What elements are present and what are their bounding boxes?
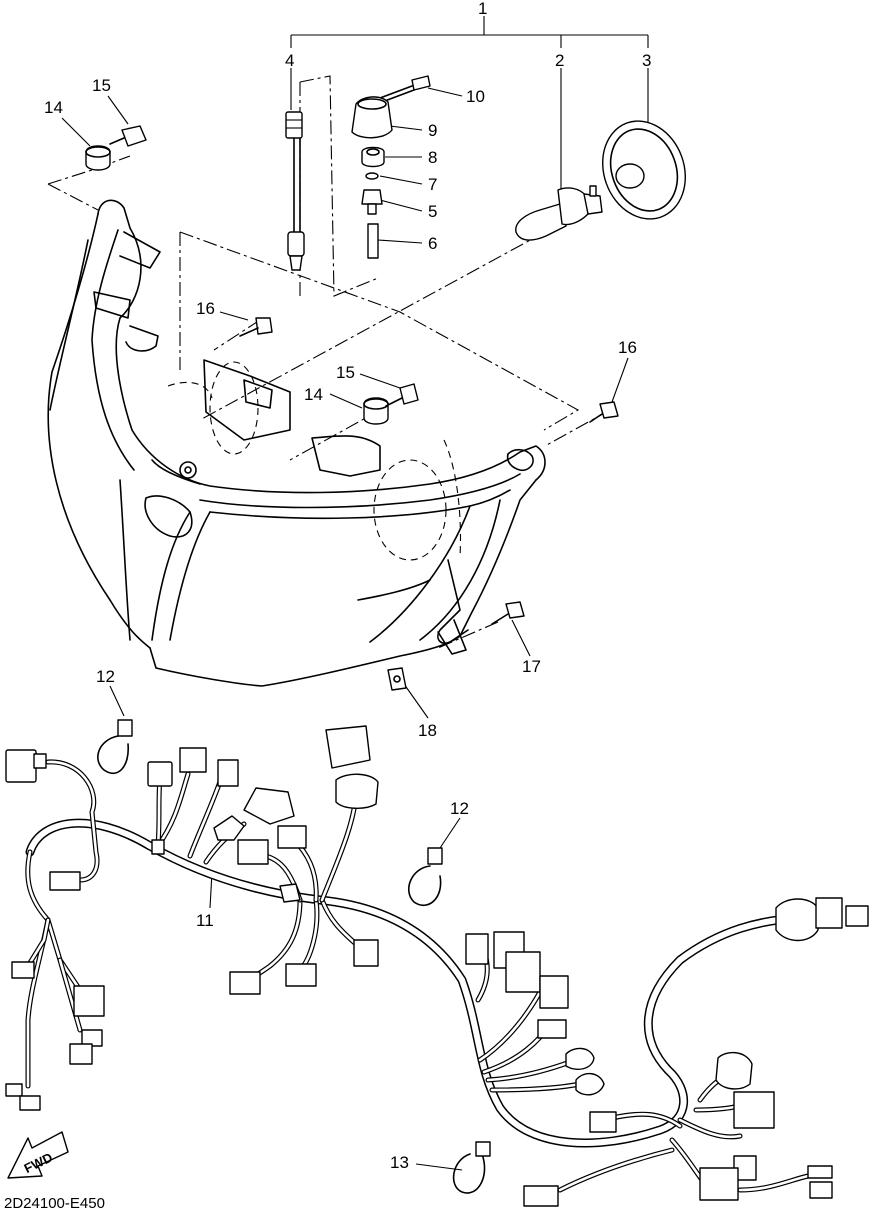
callout-18: 18 [418, 721, 437, 740]
callout-15-mid: 15 [336, 363, 355, 382]
callout-14-mid: 14 [304, 385, 323, 404]
callout-14-top: 14 [44, 98, 63, 117]
bulb-cover [602, 120, 686, 220]
callout-4: 4 [285, 51, 294, 70]
screws-16 [239, 317, 619, 423]
diagram-code: 2D24100-E450 [4, 1195, 105, 1212]
callout-labels: 1 4 2 3 10 9 8 7 5 6 15 14 16 15 14 16 1… [44, 0, 651, 1172]
callout-10: 10 [466, 87, 485, 106]
callout-17: 17 [522, 657, 541, 676]
adjuster-parts [351, 75, 431, 259]
leader-lines [61, 68, 649, 1171]
screw-nut [387, 601, 525, 691]
socket-cord [285, 111, 305, 271]
callout-16-right: 16 [618, 338, 637, 357]
callout-12-left: 12 [96, 667, 115, 686]
callout-5: 5 [428, 202, 437, 221]
headlight-bulb [515, 185, 603, 241]
callout-6: 6 [428, 234, 437, 253]
callout-7: 7 [428, 175, 437, 194]
grommet-bolt [85, 125, 419, 425]
fwd-arrow-icon: FWD [7, 1131, 69, 1179]
callout-12-right: 12 [450, 799, 469, 818]
callout-9: 9 [428, 121, 437, 140]
callout-8: 8 [428, 148, 437, 167]
hidden-outlines [167, 361, 462, 561]
callout-15-top: 15 [92, 76, 111, 95]
harness-connectors [5, 725, 869, 1207]
clamps [97, 719, 443, 907]
band-13 [452, 1141, 491, 1194]
headlight-housing [47, 199, 546, 687]
assembly-bracket [290, 16, 649, 48]
callout-11: 11 [196, 911, 214, 930]
callout-16-left: 16 [196, 299, 215, 318]
callout-2: 2 [555, 51, 564, 70]
callout-3: 3 [642, 51, 651, 70]
wire-harness [25, 759, 811, 1195]
callout-1: 1 [478, 0, 487, 18]
callout-13: 13 [390, 1153, 409, 1172]
assembly-lines [47, 75, 611, 649]
